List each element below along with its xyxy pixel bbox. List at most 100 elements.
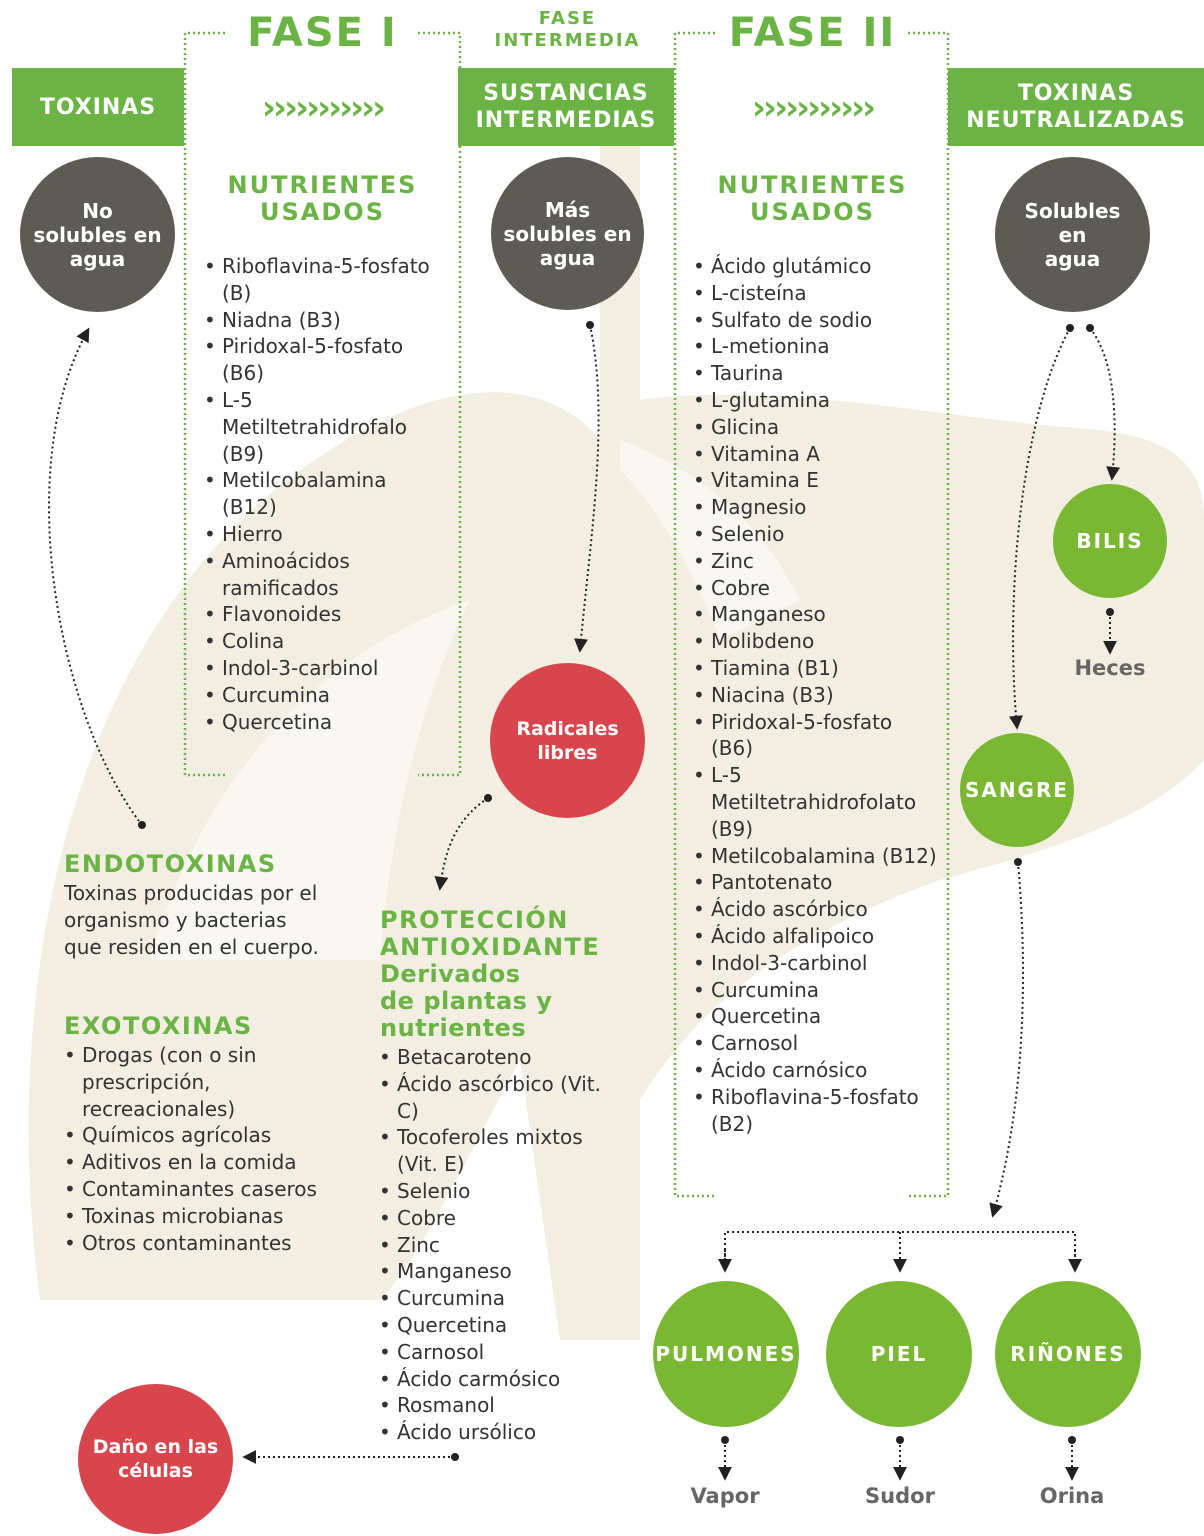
distribution-line [724, 1231, 1076, 1260]
fase-intermedia-title: FASE INTERMEDIA [460, 8, 675, 52]
fase-intermedia-line-2: INTERMEDIA [494, 30, 641, 51]
exotoxinas-title: EXOTOXINAS [64, 1012, 253, 1040]
list-item: Hierro [204, 521, 442, 548]
list-item: Riboflavina-5-fosfato (B2) [693, 1084, 938, 1138]
bilis-label: BILIS [1076, 529, 1144, 553]
solubles-line-2: en [1058, 222, 1087, 247]
solubles-line-1: Solubles [1024, 198, 1121, 223]
mas-solubles-line-3: agua [539, 245, 596, 270]
list-item: Cobre [379, 1205, 624, 1232]
band-neutralizadas-line-2: NEUTRALIZADAS [966, 108, 1186, 133]
dano-line-2: células [118, 1460, 193, 1482]
fase-1-nutrient-list: Riboflavina-5-fosfato (B) Niadna (B3) Pi… [204, 253, 442, 735]
list-item: Quercetina [204, 709, 442, 736]
list-item: Piridoxal-5-fosfato (B6) [693, 709, 938, 763]
band-toxinas: TOXINAS [12, 68, 184, 146]
list-item: Curcumina [693, 977, 938, 1004]
list-item: Ácido ursólico [379, 1419, 624, 1446]
list-item: Curcumina [204, 682, 442, 709]
list-item: Otros contaminantes [64, 1230, 326, 1257]
list-item: Metilcobalamina (B12) [204, 467, 442, 521]
circle-solubles: Solubles en agua [995, 157, 1150, 312]
band-sustancias-intermedias: SUSTANCIAS INTERMEDIAS [458, 68, 674, 146]
list-item: Indol-3-carbinol [693, 950, 938, 977]
sangre-label: SANGRE [964, 778, 1070, 802]
proteccion-title-line-2: ANTIOXIDANTE [380, 933, 601, 961]
list-item: Betacaroteno [379, 1044, 624, 1071]
arrow-radicales-to-proteccion [434, 797, 489, 891]
fase-intermedia-line-1: FASE [538, 8, 597, 29]
arrow-sangre-to-organos [989, 861, 1024, 1218]
arrow-endotoxinas-to-no-solubles [48, 327, 143, 826]
proteccion-subtitle-line-2: de plantas y [380, 987, 553, 1015]
fase-1-nutrientes-title-line-1: NUTRIENTES [227, 171, 418, 199]
chevron-arrows-icon: ››››››››››› [261, 88, 386, 128]
proteccion-list: Betacaroteno Ácido ascórbico (Vit. C) To… [379, 1044, 624, 1446]
list-item: Ácido carnósico [693, 1057, 938, 1084]
no-solubles-line-1: No [82, 198, 113, 223]
list-item: Niacina (B3) [693, 682, 938, 709]
list-item: Riboflavina-5-fosfato (B) [204, 253, 442, 307]
circle-dano-celulas: Daño en las células [78, 1384, 233, 1534]
fase-2-title: FASE II [728, 10, 897, 56]
list-item: Ácido ascórbico (Vit. C) [379, 1071, 624, 1125]
list-item: Vitamina A [693, 441, 938, 468]
list-item: Manganeso [693, 601, 938, 628]
mas-solubles-line-1: Más [544, 197, 591, 222]
fase-2-nutrientes-title: NUTRIENTES USADOS [690, 172, 935, 226]
pulmones-label: PULMONES [655, 1342, 797, 1366]
band-toxinas-label: TOXINAS [39, 94, 157, 120]
radicales-line-2: libres [537, 741, 598, 764]
mas-solubles-line-2: solubles en [503, 221, 632, 246]
band-neutralizadas-line-1: TOXINAS [1017, 81, 1135, 106]
circle-piel: PIEL [826, 1281, 972, 1427]
output-heces: Heces [1074, 656, 1146, 680]
proteccion-title: PROTECCIÓN ANTIOXIDANTE [380, 907, 600, 961]
list-item: Glicina [693, 414, 938, 441]
list-item: L-5 Metiltetrahidrofalo (B9) [204, 387, 442, 467]
piel-label: PIEL [870, 1342, 928, 1366]
output-orina: Orina [1039, 1484, 1105, 1508]
list-item: Pantotenato [693, 869, 938, 896]
proteccion-subtitle-line-1: Derivados [380, 960, 521, 988]
solubles-line-3: agua [1044, 246, 1101, 271]
list-item: Toxinas microbianas [64, 1203, 326, 1230]
list-item: Ácido glutámico [693, 253, 938, 280]
circle-bilis: BILIS [1053, 484, 1167, 598]
list-item: Químicos agrícolas [64, 1122, 326, 1149]
list-item: Selenio [379, 1178, 624, 1205]
band-toxinas-neutralizadas: TOXINAS NEUTRALIZADAS [948, 68, 1204, 146]
fase-1-nutrientes-title-line-2: USADOS [260, 198, 385, 226]
arrow-solubles-to-sangre [1008, 327, 1071, 730]
list-item: Molibdeno [693, 628, 938, 655]
output-vapor: Vapor [690, 1484, 760, 1508]
no-solubles-line-3: agua [69, 246, 126, 271]
list-item: Taurina [693, 360, 938, 387]
chevron-arrows-icon: ››››››››››› [751, 88, 876, 128]
list-item: Selenio [693, 521, 938, 548]
list-item: Aditivos en la comida [64, 1149, 326, 1176]
radicales-line-1: Radicales [516, 717, 619, 740]
list-item: Zinc [693, 548, 938, 575]
circle-rinones: RIÑONES [995, 1281, 1141, 1427]
list-item: Quercetina [379, 1312, 624, 1339]
list-item: L-glutamina [693, 387, 938, 414]
circle-radicales-libres: Radicales libres [490, 663, 645, 818]
list-item: Contaminantes caseros [64, 1176, 326, 1203]
list-item: Metilcobalamina (B12) [693, 843, 938, 870]
fase-1-title: FASE I [247, 10, 398, 56]
list-item: Carnosol [379, 1339, 624, 1366]
fase-2-nutrient-list: Ácido glutámico L-cisteína Sulfato de so… [693, 253, 938, 1137]
list-item: Zinc [379, 1232, 624, 1259]
list-item: Vitamina E [693, 467, 938, 494]
proteccion-subtitle-line-3: nutrientes [380, 1014, 527, 1042]
list-item: Cobre [693, 575, 938, 602]
list-item: L-5 Metiltetrahidrofolato (B9) [693, 762, 938, 842]
list-item: Curcumina [379, 1285, 624, 1312]
proteccion-subtitle: Derivados de plantas y nutrientes [380, 961, 552, 1042]
list-item: Tocoferoles mixtos (Vit. E) [379, 1124, 624, 1178]
fase-2-nutrientes-title-line-1: NUTRIENTES [717, 171, 908, 199]
list-item: Colina [204, 628, 442, 655]
dano-line-1: Daño en las [92, 1436, 219, 1458]
circle-sangre: SANGRE [960, 733, 1074, 847]
